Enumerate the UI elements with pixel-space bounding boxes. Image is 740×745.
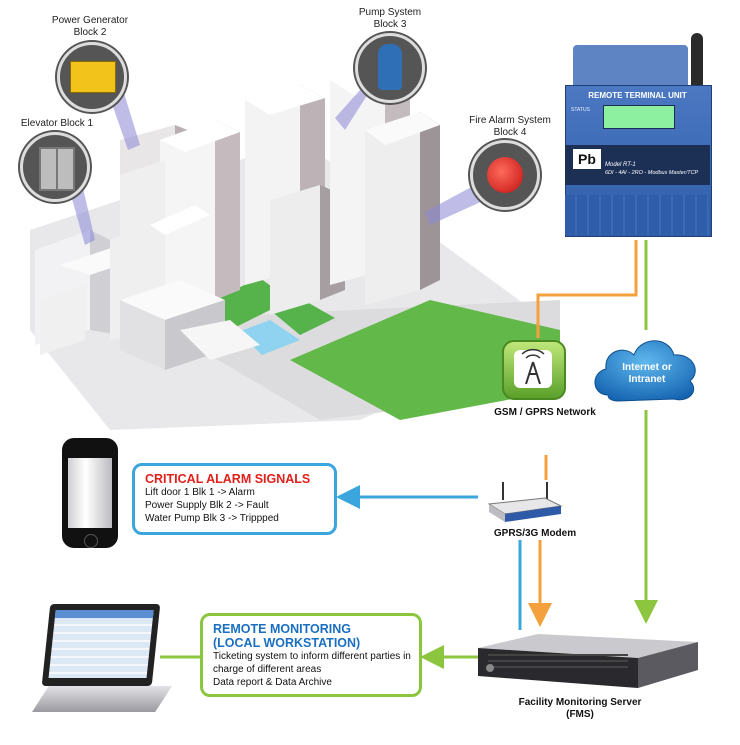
- modem-icon: [485, 480, 565, 525]
- gsm-network-icon: [502, 340, 566, 400]
- power-generator-icon: [57, 42, 127, 112]
- fire-alarm-icon: [470, 140, 540, 210]
- rtu-spec: 6DI - 4AI - 2RO - Modbus Master/TCP: [605, 170, 699, 176]
- rtu-model: Model RT-1: [605, 162, 636, 168]
- alarm-title: CRITICAL ALARM SIGNALS: [145, 472, 311, 486]
- rtu-status-label: STATUS: [571, 107, 590, 113]
- remote-terminal-unit: REMOTE TERMINAL UNIT STATUS Pb Model RT-…: [565, 33, 712, 240]
- monitoring-line: Ticketing system to inform different par…: [213, 651, 411, 662]
- gsm-label: GSM / GPRS Network: [494, 407, 596, 418]
- rtu-title: REMOTE TERMINAL UNIT: [588, 91, 687, 100]
- critical-alarm-callout: CRITICAL ALARM SIGNALS Lift door 1 Blk 1…: [132, 463, 337, 535]
- modem-label: GPRS/3G Modem: [493, 528, 577, 539]
- elevator-icon: [20, 132, 90, 202]
- server-label: Facility Monitoring Server(FMS): [518, 697, 642, 720]
- rtu-logo: Pb: [573, 149, 601, 169]
- monitoring-title: REMOTE MONITORING: [213, 622, 351, 636]
- smartphone-icon: [62, 438, 118, 548]
- server-icon: [478, 630, 698, 692]
- alarm-line: Water Pump Blk 3 -> Trippped: [145, 513, 279, 524]
- monitoring-line: charge of different areas: [213, 664, 322, 675]
- elevator-label: Elevator Block 1: [20, 118, 94, 129]
- alarm-line: Lift door 1 Blk 1 -> Alarm: [145, 487, 255, 498]
- monitoring-subtitle: (LOCAL WORKSTATION): [213, 636, 361, 650]
- laptop-icon: [32, 600, 172, 720]
- internet-cloud-icon: [594, 340, 696, 402]
- pump-system-icon: [355, 33, 425, 103]
- remote-monitoring-callout: REMOTE MONITORING (LOCAL WORKSTATION) Ti…: [200, 613, 422, 697]
- alarm-line: Power Supply Blk 2 -> Fault: [145, 500, 269, 511]
- rtu-display: [603, 105, 675, 129]
- monitoring-line: Data report & Data Archive: [213, 677, 332, 688]
